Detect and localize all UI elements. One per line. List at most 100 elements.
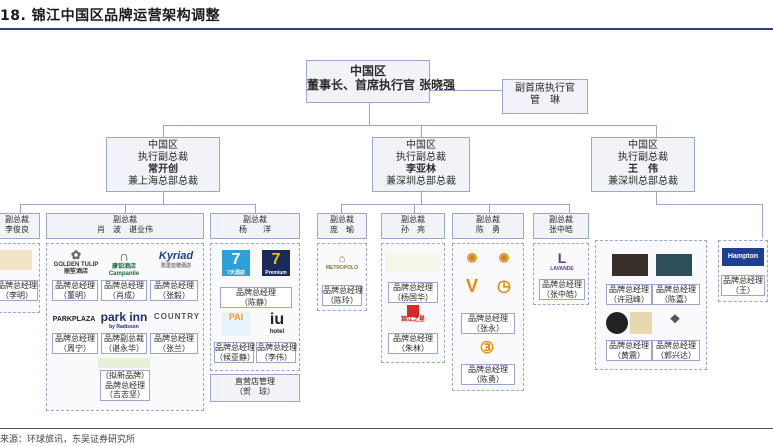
- parkinn-logo: park inn by Radisson: [98, 310, 150, 330]
- connector: [163, 125, 164, 137]
- tag-name: （肖成）: [108, 290, 140, 300]
- brand-name: GOLDEN TULIP: [53, 262, 99, 268]
- tag-label: 品牌副总裁: [104, 334, 144, 343]
- tag-name: （黄震）: [613, 350, 645, 360]
- evp-title: 执行副总裁: [396, 152, 446, 163]
- metropolo-icon: ⌂: [338, 253, 346, 265]
- tag-name: （李明）: [1, 290, 33, 300]
- tag-label: 品牌总经理: [236, 288, 276, 297]
- brand-tag-2c: 品牌总经理 （张毅）: [150, 280, 198, 302]
- vp-title: 副总裁: [476, 215, 500, 224]
- vp-box-7: 副总裁 张中皓: [533, 213, 589, 239]
- brand-tag-7: 品牌总经理 （张中皓）: [539, 279, 585, 301]
- brand-name-cn: 凯里亚德酒店: [160, 263, 191, 270]
- footer-rule: [0, 428, 773, 429]
- tag-label: 品牌总经理: [656, 285, 696, 294]
- tag-name: （郭兴达）: [656, 350, 696, 360]
- connector: [163, 192, 164, 204]
- lavande-icon: L: [557, 250, 567, 266]
- metropolo-logo: ⌂ METROPOLO: [320, 253, 364, 271]
- vice-ceo-title: 副首席执行官: [515, 83, 575, 94]
- tag-name: （周宁）: [59, 343, 91, 353]
- tag-name: （陈嘉）: [660, 294, 692, 304]
- brand-tag-4: 品牌总经理 （陈玲）: [322, 285, 363, 307]
- tag-name: （王）: [731, 285, 755, 295]
- country-logo: COUNTRY: [152, 312, 202, 322]
- connector: [656, 192, 657, 204]
- vp-name: 孙 亮: [401, 224, 425, 234]
- connector: [489, 204, 490, 213]
- brand-sub: by Radisson: [109, 324, 139, 331]
- kyriad-logo: Kyriad 凯里亚德酒店: [150, 250, 202, 269]
- vp-box-2: 副总裁 肖 波 谌业伟: [46, 213, 204, 239]
- evp-title: 执行副总裁: [618, 152, 668, 163]
- brand-name: iu: [269, 311, 285, 328]
- brand-name: LAVANDE: [550, 266, 574, 272]
- connector: [421, 125, 422, 137]
- vp-title: 副总裁: [401, 215, 425, 224]
- brand-logo-8e: ❖: [669, 312, 681, 326]
- connector: [341, 204, 342, 213]
- header-rule: [0, 28, 773, 30]
- direct-mgmt-name: （贺 琼）: [235, 386, 275, 396]
- connector: [369, 103, 370, 125]
- brand-logo-1: [0, 250, 32, 270]
- brand-sub: hotel: [269, 329, 285, 336]
- brand-name: 锦江之星: [400, 317, 425, 323]
- tag-label: 品牌总经理: [215, 343, 255, 352]
- brand-name-cn: 康铂酒店: [111, 264, 136, 270]
- brand-tag-5a: 品牌总经理 （杨国华）: [388, 282, 438, 304]
- new-brand-logo: [98, 358, 150, 368]
- premium-logo: 7 Premium: [262, 250, 290, 276]
- tag-label: 品牌总经理: [154, 334, 194, 343]
- tag-label: 品牌总经理: [104, 281, 144, 290]
- ceo-region: 中国区: [349, 64, 386, 78]
- v-logo: V: [465, 276, 478, 296]
- tag-label: 品牌总经理: [542, 280, 582, 289]
- vp-title: 副总裁: [330, 215, 354, 224]
- tag-name: （陈玲）: [326, 295, 358, 305]
- brand-tag-6b: 品牌总经理 （陈勇）: [461, 364, 515, 386]
- connector: [656, 125, 657, 137]
- vp-box-1: 副总裁 李俊良: [0, 213, 40, 239]
- vice-ceo-name: 管 琳: [530, 95, 560, 106]
- vp-name: 陈 勇: [476, 224, 500, 234]
- evp-title: 执行副总裁: [138, 152, 188, 163]
- brand-tag-3c: 品牌总经理 （李伟）: [256, 342, 297, 364]
- connector: [414, 204, 415, 213]
- brand-name: PAI: [228, 312, 244, 322]
- lavande-logo: L LAVANDE: [540, 250, 584, 272]
- evp-box-3: 中国区 执行副总裁 王 伟 兼深圳总部总裁: [591, 137, 695, 192]
- connector: [569, 204, 570, 213]
- vienna-logo: [386, 252, 440, 272]
- brand-tag-3b: 品牌总经理 （候亚静）: [214, 342, 255, 364]
- tag-name: （许冠峰）: [609, 294, 649, 304]
- tag-label: 品牌总经理: [154, 281, 194, 290]
- connector: [421, 192, 422, 204]
- brand-tag-1: 品牌总经理 （李明）: [0, 280, 38, 302]
- brand-tag-8c: 品牌总经理 （黄震）: [606, 340, 652, 362]
- tag-label: 品牌总经理: [656, 341, 696, 350]
- brand-name: 7天酒店: [227, 270, 245, 276]
- tag-name: （候亚静）: [215, 352, 255, 362]
- tag-label: 品牌总经理: [257, 343, 297, 352]
- seven-days-logo: 7 7天酒店: [222, 250, 250, 276]
- connector: [341, 204, 570, 205]
- iu-logo: iu hotel: [262, 310, 292, 336]
- tag-name: （吉志坚）: [105, 390, 145, 400]
- vp-name: 肖 波 谌业伟: [97, 224, 153, 234]
- brand-logo-8c: [606, 312, 628, 334]
- evp-region: 中国区: [406, 140, 436, 151]
- brand-tag-2g: （拟新品牌） 品牌总经理 （吉志坚）: [100, 370, 150, 401]
- tag-label: 品牌总经理: [393, 334, 433, 343]
- tulip-icon: ✿: [70, 248, 82, 262]
- brand-name: METROPOLO: [325, 265, 359, 271]
- tag-label: （拟新品牌）: [101, 371, 149, 380]
- vp-name: 张中皓: [549, 224, 573, 234]
- tag-name: （张中皓）: [542, 289, 582, 299]
- ceo-box: 中国区 董事长、首席执行官 张晓强: [306, 60, 455, 103]
- vp-name: 李俊良: [5, 224, 29, 234]
- vp-box-6: 副总裁 陈 勇: [452, 213, 524, 239]
- brand-tag-3a: 品牌总经理 （陈静）: [220, 287, 292, 309]
- brand-tag-2e: 品牌副总裁 （谌永华）: [101, 333, 147, 355]
